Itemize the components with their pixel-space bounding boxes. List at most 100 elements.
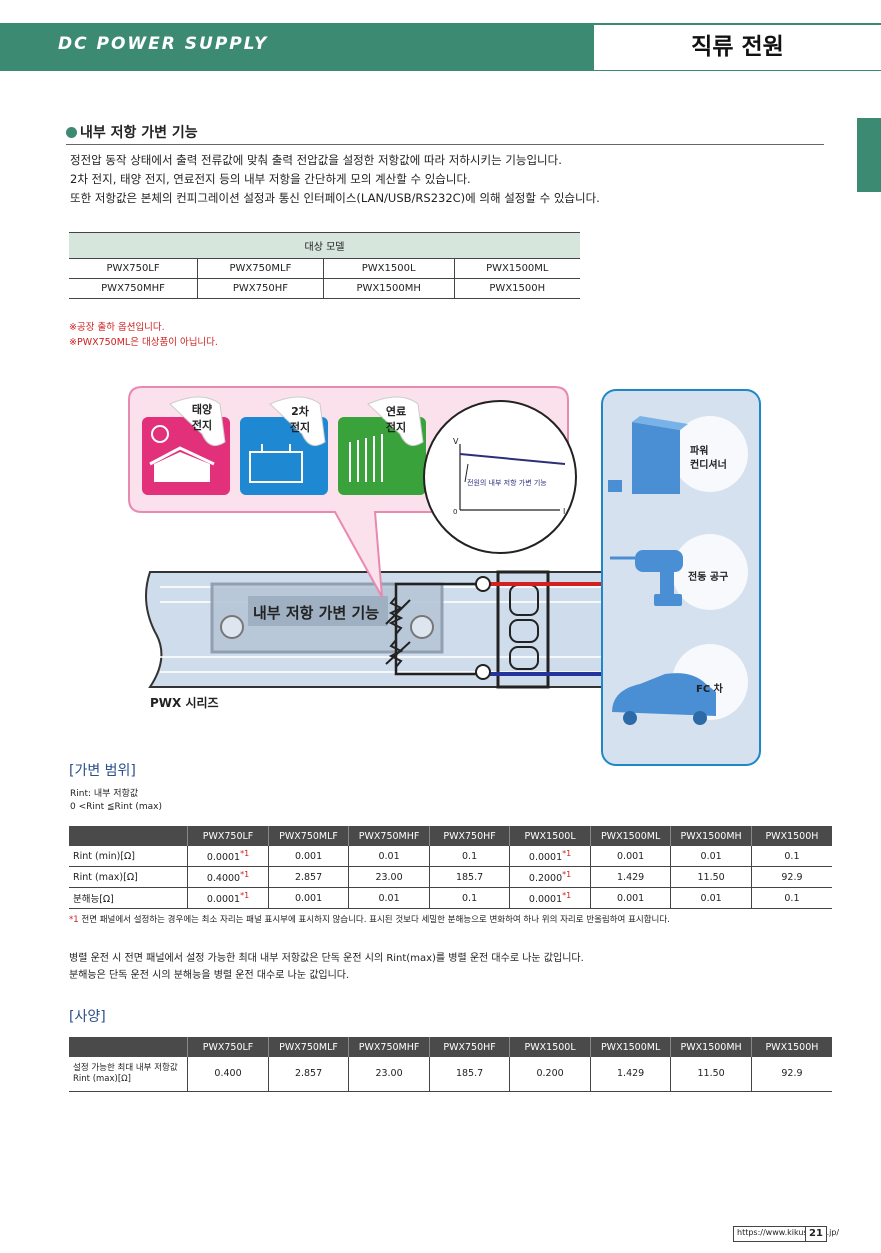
- header-title-box: [594, 25, 881, 70]
- column-header: PWX750MHF: [348, 1037, 430, 1057]
- source-label-fuel-2: 전지: [386, 420, 406, 434]
- table-cell: 92.9: [750, 1057, 832, 1092]
- table-cell: 0.1: [750, 887, 832, 909]
- section-paragraph-1: 정전압 동작 상태에서 출력 전류값에 맞춰 출력 전압값을 설정한 저항값에 …: [70, 153, 562, 167]
- section-divider: [66, 144, 824, 145]
- table-cell: PWX1500ML: [453, 258, 580, 279]
- table-cell: 23.00: [348, 866, 430, 888]
- column-header: PWX1500L: [509, 1037, 591, 1057]
- header-title-ko: 직류 전원: [691, 34, 784, 60]
- table-cell: 0.200: [509, 1057, 591, 1092]
- spec-title: [사양]: [69, 1009, 106, 1025]
- loads-panel: 파워 컨디셔너 전동 공구 FC 차: [601, 389, 761, 766]
- side-tab[interactable]: [857, 118, 881, 192]
- table-cell: PWX750HF: [197, 278, 324, 299]
- section-paragraph-3: 또한 저항값은 본체의 컨피그레이션 설정과 통신 인터페이스(LAN/USB/…: [70, 191, 600, 205]
- table-cell: 185.7: [428, 866, 510, 888]
- column-header: PWX750HF: [428, 1037, 510, 1057]
- table-cell: 0.0001*1: [187, 887, 269, 909]
- range-footnote: *1 전면 패널에서 설정하는 경우에는 최소 자리는 패널 표시부에 표시하지…: [69, 915, 670, 925]
- footer-url[interactable]: https://www.kikusui.co.jp/: [737, 1228, 840, 1237]
- battery-icon: [249, 451, 303, 483]
- table-cell: 92.9: [750, 866, 832, 888]
- table-cell: PWX1500MH: [322, 278, 455, 299]
- range-table: PWX750LF PWX750MLF PWX750MHF PWX750HF PW…: [69, 826, 832, 909]
- range-title: [가변 범위]: [69, 763, 136, 779]
- page-number: 21: [805, 1227, 826, 1241]
- column-header: PWX1500H: [750, 1037, 832, 1057]
- bullet-icon: [66, 127, 77, 138]
- table-cell: 0.01: [670, 887, 752, 909]
- internal-resistance-diagram: 내부 저항 가변 기능 PWX 시리즈 태양 전지 2차 전지 연료 전지: [128, 386, 761, 766]
- rint-line-2: 0 <Rint ≦Rint (max): [70, 802, 162, 812]
- series-label: PWX 시리즈: [150, 695, 219, 710]
- table-cell: 0.0001*1: [187, 846, 269, 867]
- table-corner: [69, 826, 188, 846]
- note-1: ※공장 출하 옵션입니다.: [69, 322, 165, 333]
- source-label-battery-2: 전지: [290, 420, 310, 434]
- vi-graph: V I 0 전원의 내부 저항 가변 기능: [423, 400, 577, 554]
- column-header: PWX750LF: [187, 826, 269, 846]
- power-conditioner-icon: [608, 416, 688, 494]
- load-label-power-1: 파워: [690, 444, 708, 457]
- fuel-cell-icon: [349, 434, 383, 482]
- graph-caption: 전원의 내부 저항 가변 기능: [467, 478, 547, 487]
- column-header: PWX1500H: [750, 826, 832, 846]
- table-cell: 0.001: [267, 887, 349, 909]
- spec-table: PWX750LF PWX750MLF PWX750MHF PWX750HF PW…: [69, 1037, 832, 1092]
- table-cell: 0.400: [187, 1057, 269, 1092]
- table-row: 분해능[Ω] 0.0001*1 0.001 0.01 0.1 0.0001*1 …: [69, 887, 832, 909]
- column-header: PWX1500L: [509, 826, 591, 846]
- rint-definition: Rint: 내부 저항값 0 <Rint ≦Rint (max): [70, 788, 162, 814]
- column-header: PWX750MLF: [267, 826, 349, 846]
- table-cell: 0.01: [670, 846, 752, 867]
- page-footer: https://www.kikusui.co.jp/ 21: [733, 1226, 839, 1242]
- table-cell: 0.0001*1: [509, 887, 591, 909]
- column-header: PWX750MHF: [348, 826, 430, 846]
- table-row: PWX750MHF PWX750HF PWX1500MH PWX1500H: [69, 278, 580, 299]
- row-label: 분해능[Ω]: [69, 887, 188, 909]
- graph-axis-i: I: [563, 507, 565, 516]
- column-header: PWX750HF: [428, 826, 510, 846]
- load-label-tool: 전동 공구: [688, 570, 728, 583]
- table-cell: 0.001: [267, 846, 349, 867]
- table-cell: 2.857: [267, 1057, 349, 1092]
- table-cell: 0.01: [348, 846, 430, 867]
- row-label: Rint (min)[Ω]: [69, 846, 188, 867]
- table-cell: 0.01: [348, 887, 430, 909]
- table-cell: 0.001: [589, 887, 671, 909]
- column-header: PWX750MLF: [267, 1037, 349, 1057]
- table-cell: 0.2000*1: [509, 866, 591, 888]
- source-label-solar-2: 전지: [192, 418, 212, 432]
- column-header: PWX750LF: [187, 1037, 269, 1057]
- graph-origin: 0: [453, 508, 457, 516]
- secondary-battery-card: 2차 전지: [240, 396, 328, 495]
- range-paragraph-1: 병렬 운전 시 전면 패널에서 설정 가능한 최대 내부 저항값은 단독 운전 …: [69, 953, 584, 964]
- power-tool-icon: [610, 550, 683, 606]
- pwx-device: [145, 570, 621, 689]
- table-corner: [69, 1037, 188, 1057]
- spec-header-row: PWX750LF PWX750MLF PWX750MHF PWX750HF PW…: [69, 1037, 832, 1057]
- source-label-fuel-1: 연료: [386, 404, 406, 418]
- section-paragraph-2: 2차 전지, 태양 전지, 연료전지 등의 내부 저항을 간단하게 모의 계산할…: [70, 172, 471, 186]
- column-header: PWX1500ML: [589, 826, 671, 846]
- range-header-row: PWX750LF PWX750MLF PWX750MHF PWX750HF PW…: [69, 826, 832, 846]
- table-cell: 1.429: [589, 866, 671, 888]
- table-cell: 0.4000*1: [187, 866, 269, 888]
- section-title: 내부 저항 가변 기능: [66, 122, 198, 142]
- table-cell: PWX1500H: [453, 278, 580, 299]
- column-header: PWX1500MH: [670, 826, 752, 846]
- table-row: PWX750LF PWX750MLF PWX1500L PWX1500ML: [69, 258, 580, 279]
- fc-car-icon: [612, 673, 716, 725]
- table-cell: 11.50: [670, 1057, 752, 1092]
- note-2: ※PWX750ML은 대상품이 아닙니다.: [69, 337, 218, 348]
- table-cell: 0.1: [428, 846, 510, 867]
- table-cell: PWX750MHF: [69, 278, 198, 299]
- table-cell: PWX750LF: [69, 258, 198, 279]
- range-paragraph-2: 분해능은 단독 운전 시의 분해능을 병렬 운전 대수로 나눈 값입니다.: [69, 970, 350, 981]
- table-cell: 0.1: [428, 887, 510, 909]
- table-row: Rint (max)[Ω] 0.4000*1 2.857 23.00 185.7…: [69, 866, 832, 888]
- load-label-car: FC 차: [696, 682, 724, 695]
